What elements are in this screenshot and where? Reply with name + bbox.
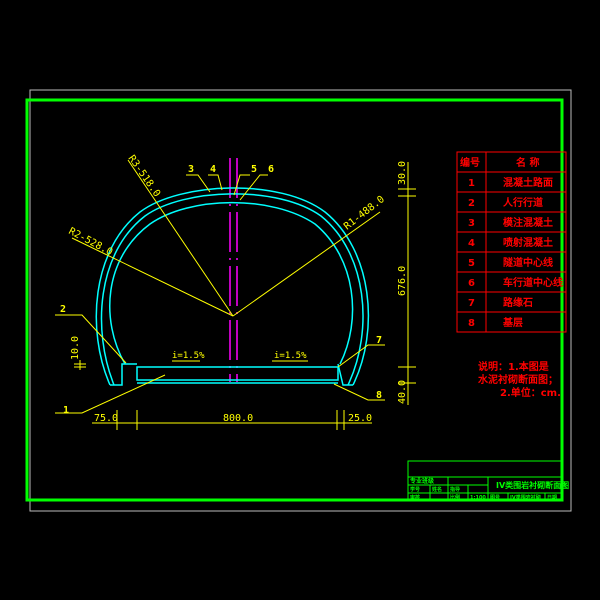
note-line-2: 水泥衬砌断面图； [477,373,558,386]
dim-75: 75.0 [94,413,118,424]
title-block [407,460,563,501]
legend-row-name: 隧道中心线 [503,256,553,269]
title-block-class: 专业班级 [410,477,434,485]
callout-1: 1 [63,405,69,416]
callout-5: 5 [251,164,257,175]
title-block-cell: IV类围岩衬砌 [510,494,541,501]
title-block-cell: 日期 [547,494,557,501]
legend-table: 编号 名 称 [456,151,567,333]
note-line-3: 2.单位：cm. [500,386,561,399]
legend-row-name: 混凝土路面 [503,176,553,189]
pavement-slab [136,366,339,381]
dim-800: 800.0 [223,413,253,424]
title-block-cell: 图号 [490,494,500,501]
title-block-cell: 审核 [410,494,420,501]
outer-sheet-border [29,89,572,512]
title-block-cell: 1:100 [470,495,486,501]
slope-label-left: i=1.5% [172,351,205,361]
dim-40: 40.0 [397,380,408,404]
legend-row-name: 路缘石 [503,296,533,309]
slope-label-right: i=1.5% [274,351,307,361]
radius-label-r2: R2-528.0 [67,226,115,258]
legend-row-number: 5 [468,258,475,269]
legend-rows: 1 混凝土路面 2 人行行道 3 模注混凝土 4 喷射混凝土 5 隧道中心线 6 车行道中心线 7 路缘石… [468,176,563,329]
legend-row-number: 4 [468,238,475,249]
dim-25: 25.0 [348,413,372,424]
drawing-frame [25,98,564,502]
right-curb [337,363,353,386]
title-block-cell: 指导 [450,486,460,493]
legend-row-number: 1 [468,178,475,189]
dim-30: 30.0 [397,161,408,185]
legend-row-number: 8 [468,318,475,329]
title-block-cell: 比例 [450,494,460,501]
legend-row-name: 模注混凝土 [503,216,553,229]
callout-3: 3 [188,164,194,175]
tunnel-lining [95,187,370,386]
legend-row-number: 3 [468,218,475,229]
callout-7: 7 [376,335,382,346]
callout-2: 2 [60,304,66,315]
middle-lining-line [100,193,364,386]
legend-row-name: 人行行道 [503,196,543,209]
dim-10: 10.0 [70,336,81,360]
leader-lines [55,159,416,430]
legend-row-number: 6 [468,278,475,289]
title-block-cell: 姓名 [431,486,442,493]
radius-label-r1: R1-488.0 [342,194,387,232]
legend-row-name: 车行道中心线 [503,276,563,289]
radius-label-r3: R3-518.0 [126,153,163,199]
left-sidewalk [110,363,137,386]
legend-row-number: 2 [468,198,475,209]
title-block-cell: 学号 [410,486,420,493]
outer-lining-line [95,187,370,386]
callout-4: 4 [210,164,216,175]
note-line-1: 说明：1.本图是 [478,360,549,373]
drawing-title: IV类围岩衬砌断面图 [496,480,569,490]
legend-row-name: 基层 [502,316,523,329]
callout-6: 6 [268,164,274,175]
inner-lining-line [109,201,354,365]
dim-676: 676.0 [397,266,408,296]
legend-header-no: 编号 [460,156,480,169]
legend-header-name: 名 称 [516,156,539,169]
legend-row-number: 7 [468,298,475,309]
callout-8: 8 [376,390,382,401]
legend-row-name: 喷射混凝土 [503,236,553,249]
